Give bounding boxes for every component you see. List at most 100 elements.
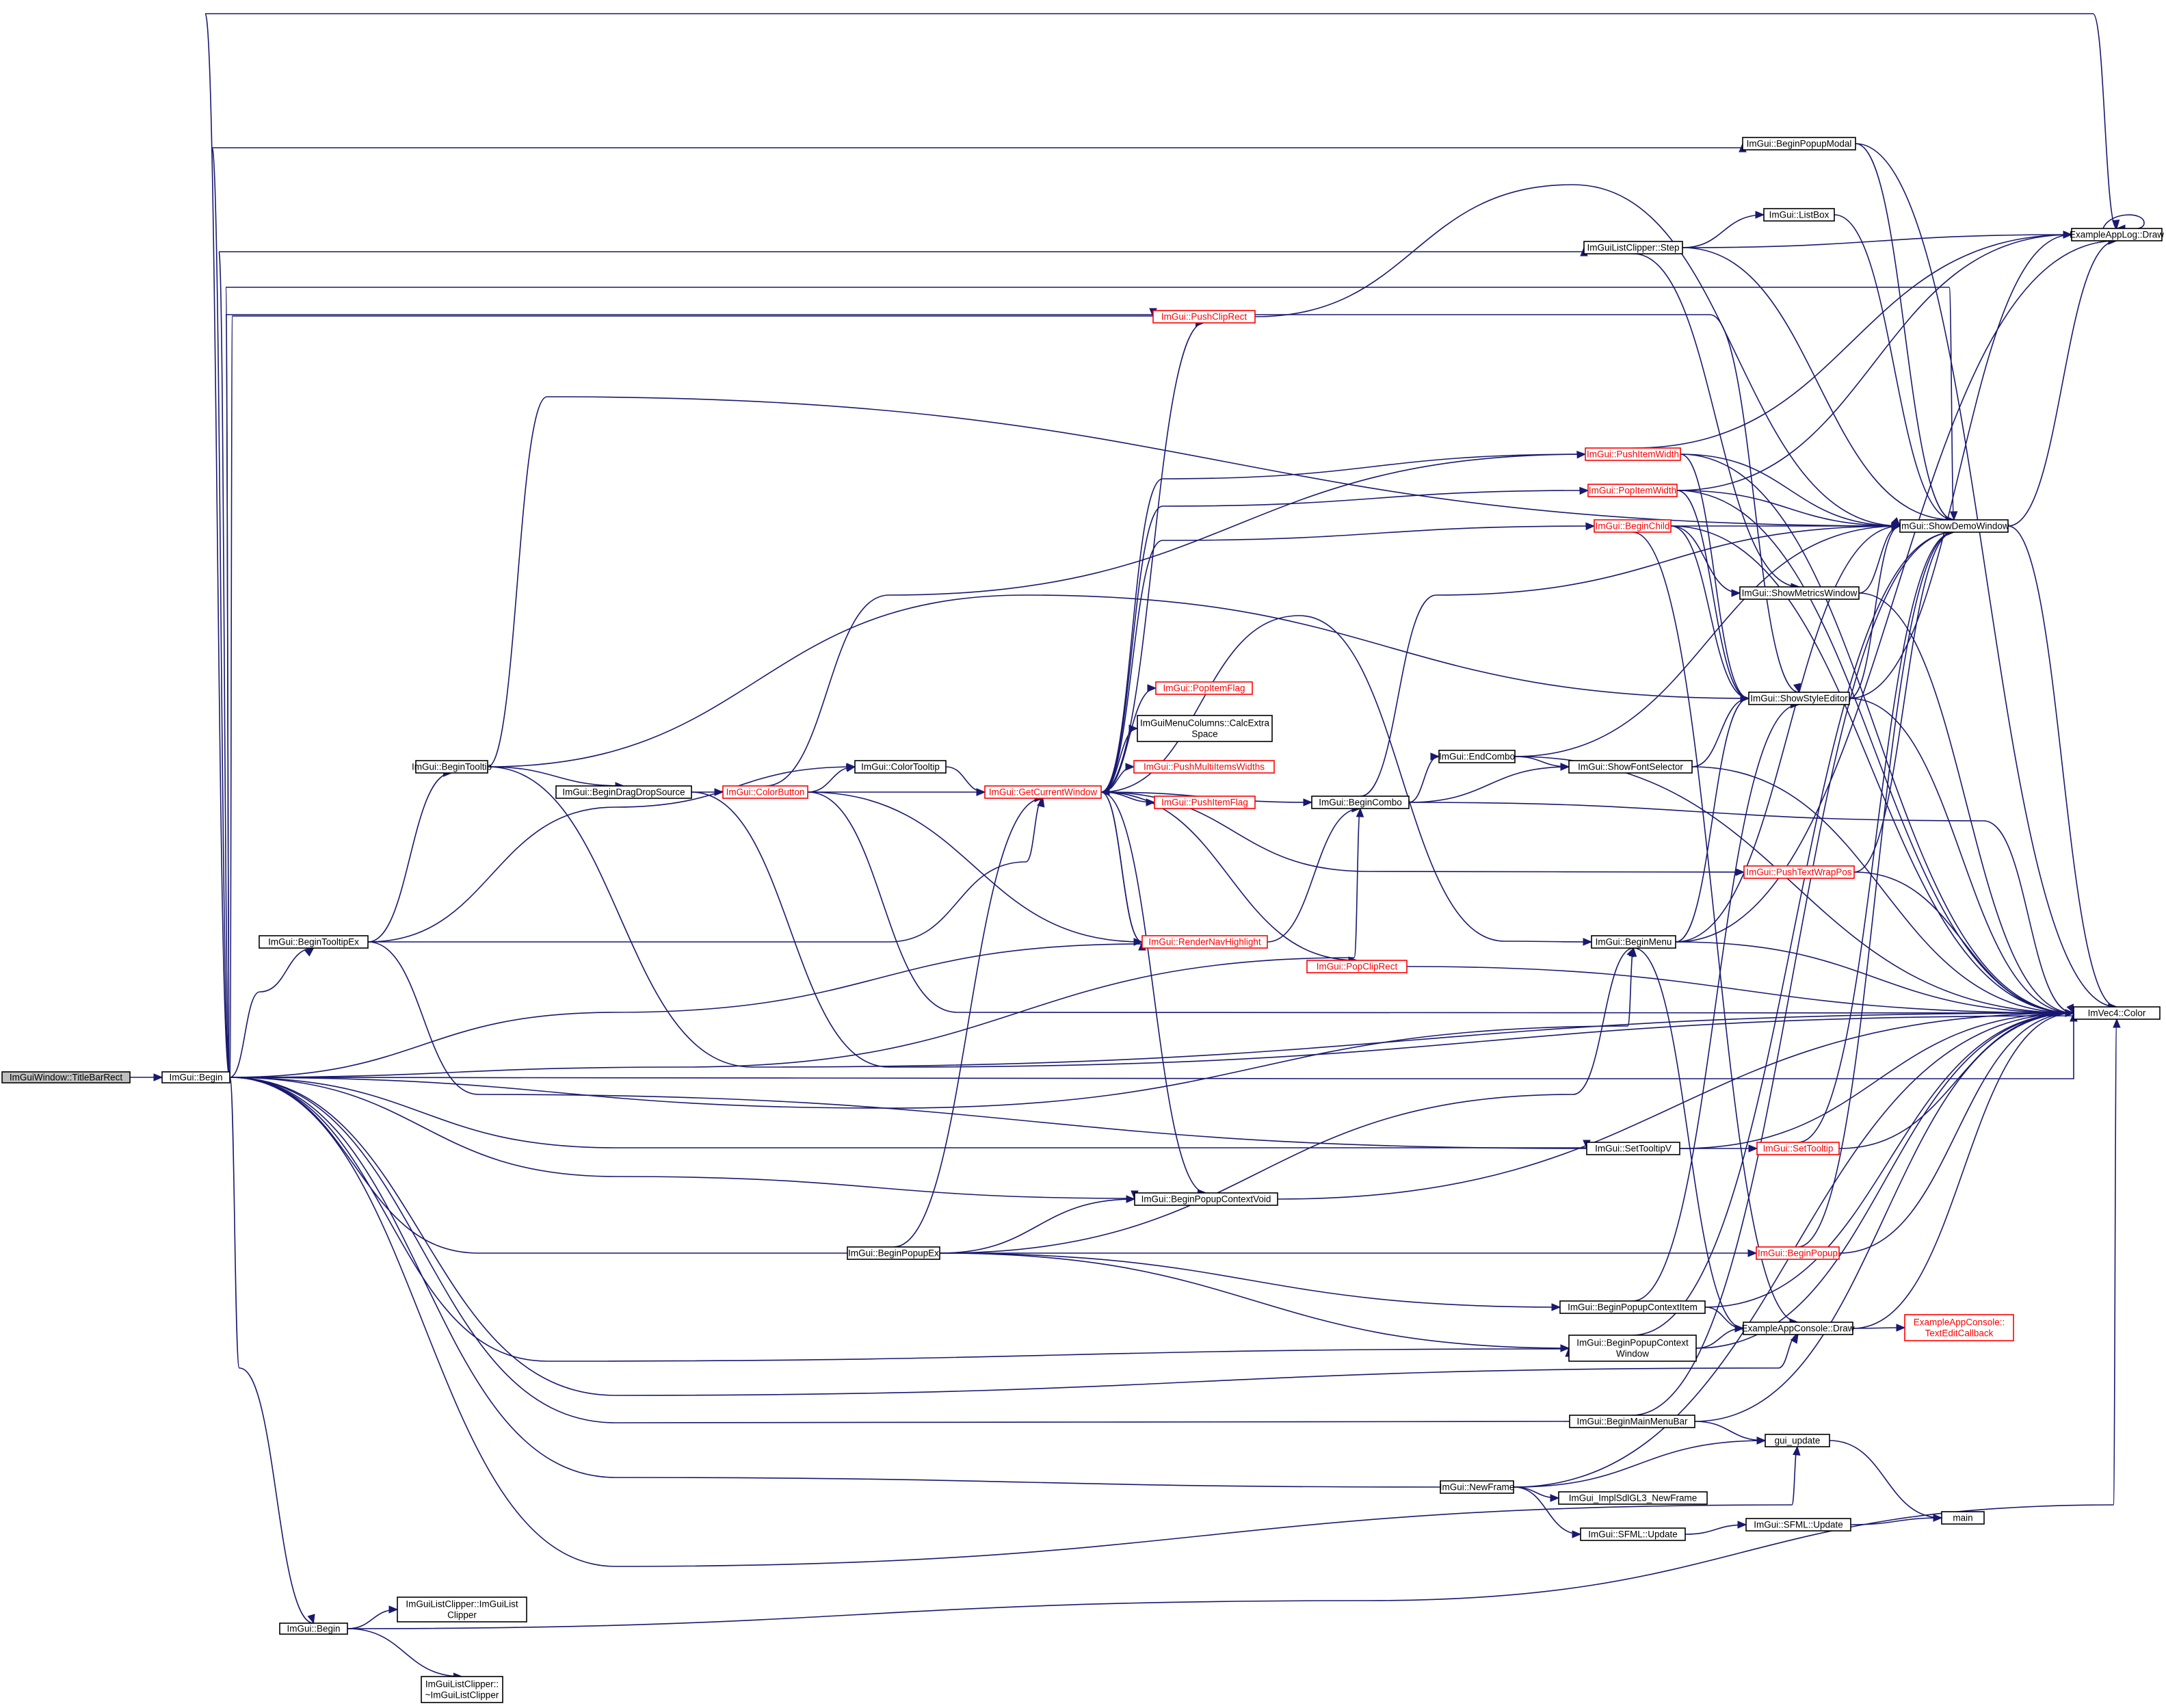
edge-line <box>939 1198 1135 1254</box>
edge-line <box>1670 525 1741 594</box>
node-consoledraw[interactable]: ExampleAppConsole::Draw <box>1741 1322 1855 1335</box>
node-label: ImGui::Begin <box>169 1073 222 1083</box>
node-showmetricswindow[interactable]: ImGui::ShowMetricsWindow <box>1739 586 1860 600</box>
node-beginpopupcontextvoid[interactable]: ImGui::BeginPopupContextVoid <box>1134 1192 1278 1206</box>
node-pushitemwidth[interactable]: ImGui::PushItemWidth <box>1585 447 1681 461</box>
edge-colorbutton-colortooltip <box>807 763 856 793</box>
node-colortooltip[interactable]: ImGui::ColorTooltip <box>854 760 947 774</box>
node-box <box>1941 1511 1985 1525</box>
edge-getcurrentwindow-pushtextwrappos <box>1100 791 1745 876</box>
node-sfmlupdate2[interactable]: ImGui::SFML::Update <box>1745 1518 1851 1532</box>
node-beginpopupex[interactable]: ImGui::BeginPopupEx <box>847 1246 940 1260</box>
node-colorbutton[interactable]: ImGui::ColorButton <box>722 785 808 799</box>
node-box <box>1558 1491 1708 1505</box>
arrowhead <box>1147 684 1157 692</box>
edge-clipperstep-showmetricswindow <box>1633 253 1801 591</box>
node-showfontselector[interactable]: ImGui::ShowFontSelector <box>1568 760 1693 774</box>
edge-line <box>487 396 1901 767</box>
edge-beginpopupmodal-showdemowindow <box>1855 143 1955 524</box>
edge-line <box>1408 766 1570 803</box>
node-implsdlgl3newframe[interactable]: ImGui_ImplSdlGL3_NewFrame <box>1558 1491 1708 1505</box>
node-box <box>1568 1335 1697 1362</box>
node-beginmainmenubar[interactable]: ImGui::BeginMainMenuBar <box>1569 1415 1695 1428</box>
node-beginpopupmodal[interactable]: ImGui::BeginPopupModal <box>1742 137 1856 150</box>
node-getcurrentwindow[interactable]: ImGui::GetCurrentWindow <box>984 785 1102 799</box>
edge-begin-newframe <box>229 1077 1441 1488</box>
edge-getcurrentwindow-beginchild <box>1100 522 1596 793</box>
node-popitemwidth[interactable]: ImGui::PopItemWidth <box>1587 484 1678 497</box>
node-begin[interactable]: ImGui::Begin <box>161 1071 230 1083</box>
edge-newframe-implsdlgl3newframe <box>1513 1486 1560 1502</box>
node-imvec4color[interactable]: ImVec4::Color <box>2073 1006 2161 1020</box>
node-box <box>2071 228 2163 241</box>
node-begintooltipex[interactable]: ImGui::BeginTooltipEx <box>259 935 369 949</box>
node-label: Clipper <box>447 1610 477 1620</box>
node-label: ImGui::ShowDemoWindow <box>1899 521 2009 531</box>
arrowhead <box>1747 1249 1758 1257</box>
node-begindragdropsource[interactable]: ImGui::BeginDragDropSource <box>555 785 692 799</box>
arrowhead <box>1735 868 1745 876</box>
edge-line <box>225 287 1955 1078</box>
node-begintooltip[interactable]: ImGui::BeginTooltip <box>412 760 492 774</box>
node-newframe[interactable]: ImGui::NewFrame <box>1440 1480 1515 1494</box>
edge-begin-beginmainmenubar <box>229 1077 1570 1423</box>
node-beginchild[interactable]: ImGui::BeginChild <box>1594 519 1672 533</box>
edge-line <box>229 1077 1799 1396</box>
node-begin2[interactable]: ImGui::Begin <box>279 1622 348 1635</box>
edge-line <box>487 766 624 787</box>
arrowhead <box>1793 1445 1801 1456</box>
edge-line <box>347 1628 462 1677</box>
arrowhead <box>1560 763 1570 771</box>
edge-showdemowindow-imvec4color <box>2007 525 2118 1011</box>
node-sfmlupdate1[interactable]: ImGui::SFML::Update <box>1580 1527 1686 1541</box>
node-setttooltipv[interactable]: ImGui::SetTooltipV <box>1586 1142 1680 1155</box>
arrowhead <box>1100 788 1110 796</box>
node-label: ImGui::SFML::Update <box>1754 1520 1843 1530</box>
node-clipperctor[interactable]: ImGuiListClipper::ImGuiListClipper <box>397 1597 527 1622</box>
edge-guiupdate-main <box>1829 1440 1943 1522</box>
edge-titlebar-begin <box>130 1073 163 1081</box>
node-box <box>2073 1006 2161 1020</box>
node-beginmenu[interactable]: ImGui::BeginMenu <box>1591 935 1676 949</box>
node-guiupdate[interactable]: gui_update <box>1765 1434 1830 1447</box>
node-popitemflag[interactable]: ImGui::PopItemFlag <box>1155 681 1253 695</box>
arrowhead <box>1748 1144 1758 1153</box>
arrowhead <box>1755 211 1765 219</box>
node-label: ImGuiListClipper:: <box>425 1679 499 1690</box>
node-poppcliprect[interactable]: ImGui::PopClipRect <box>1306 960 1408 973</box>
edge-beginpopupex-beginpopupcontextitem <box>939 1252 1561 1311</box>
arrowhead <box>1734 1324 1745 1332</box>
node-label: ImGui::BeginPopupEx <box>848 1248 939 1259</box>
node-main[interactable]: main <box>1941 1511 1985 1525</box>
node-pushtextwrappos[interactable]: ImGui::PushTextWrapPos <box>1743 865 1855 879</box>
node-settooltip[interactable]: ImGui::SetTooltip <box>1756 1142 1840 1155</box>
node-box <box>1743 1322 1853 1335</box>
edge-line <box>945 766 986 793</box>
node-label: TextEditCallback <box>1925 1328 1994 1339</box>
node-clipperdtor[interactable]: ImGuiListClipper::~ImGuiListClipper <box>421 1676 503 1703</box>
node-box <box>1568 760 1693 774</box>
edge-line <box>487 766 2074 1068</box>
node-pushitemflag[interactable]: ImGui::PushItemFlag <box>1154 796 1256 809</box>
node-pushmultiitemswidths[interactable]: ImGui::PushMultiItemsWidths <box>1133 760 1275 774</box>
edge-line <box>1691 766 2074 1014</box>
node-beginpopup[interactable]: ImGui::BeginPopup <box>1756 1246 1840 1260</box>
node-label: ExampleAppLog::Draw <box>2070 230 2164 240</box>
node-textedit[interactable]: ExampleAppConsole::TextEditCallback <box>1904 1314 2014 1341</box>
node-listbox[interactable]: ImGui::ListBox <box>1763 208 1835 222</box>
edge-line <box>1633 253 1800 588</box>
node-begincombo[interactable]: ImGui::BeginCombo <box>1311 796 1410 809</box>
arrowhead <box>1731 589 1741 597</box>
node-rendernavhighlight[interactable]: ImGui::RenderNavHighlight <box>1141 935 1268 949</box>
node-clipperstep[interactable]: ImGuiListClipper::Step <box>1583 241 1683 254</box>
edge-line <box>204 13 2117 1078</box>
node-box <box>1569 1415 1695 1428</box>
node-pushcliprect[interactable]: ImGui::PushClipRect <box>1152 310 1256 324</box>
node-beginpopupcontextitem[interactable]: ImGui::BeginPopupContextItem <box>1559 1300 1706 1314</box>
node-endcombo[interactable]: ImGui::EndCombo <box>1438 750 1516 763</box>
node-applogdraw[interactable]: ExampleAppLog::Draw <box>2070 228 2164 241</box>
node-showdemowindow[interactable]: ImGui::ShowDemoWindow <box>1899 519 2009 533</box>
node-showstyleeditor[interactable]: ImGui::ShowStyleEditor <box>1748 692 1850 705</box>
